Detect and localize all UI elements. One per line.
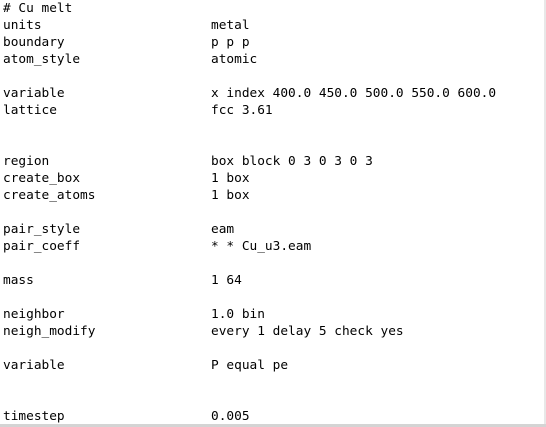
line-value: box block 0 3 0 3 0 3 — [211, 154, 373, 169]
code-line[interactable] — [0, 204, 546, 221]
code-line[interactable]: variable P equal pe — [0, 357, 546, 374]
line-value: 0.005 — [211, 409, 250, 424]
code-line[interactable] — [0, 374, 546, 391]
code-line[interactable] — [0, 68, 546, 85]
line-keyword: variable — [3, 86, 65, 101]
code-line[interactable] — [0, 340, 546, 357]
line-keyword: pair_coeff — [3, 239, 81, 254]
line-value: p p p — [211, 35, 250, 50]
line-keyword: region — [3, 154, 50, 169]
editor-bottom-border — [0, 424, 546, 427]
code-line[interactable]: neigh_modify every 1 delay 5 check yes — [0, 323, 546, 340]
code-line[interactable] — [0, 119, 546, 136]
code-line[interactable]: create_box 1 box — [0, 170, 546, 187]
code-line[interactable]: atom_style atomic — [0, 51, 546, 68]
code-line[interactable]: create_atoms 1 box — [0, 187, 546, 204]
code-line[interactable]: neighbor 1.0 bin — [0, 306, 546, 323]
code-line[interactable]: boundary p p p — [0, 34, 546, 51]
line-keyword: neigh_modify — [3, 324, 96, 339]
line-value: atomic — [211, 52, 258, 67]
code-line[interactable]: region box block 0 3 0 3 0 3 — [0, 153, 546, 170]
code-line[interactable]: # Cu melt — [0, 0, 546, 17]
line-keyword: variable — [3, 358, 65, 373]
code-line[interactable] — [0, 136, 546, 153]
line-keyword: create_box — [3, 171, 81, 186]
code-line[interactable]: mass 1 64 — [0, 272, 546, 289]
line-value: 1 64 — [211, 273, 242, 288]
line-value: fcc 3.61 — [211, 103, 273, 118]
line-value: P equal pe — [211, 358, 289, 373]
code-line[interactable]: units metal — [0, 17, 546, 34]
line-value: * * Cu_u3.eam — [211, 239, 312, 254]
code-line[interactable]: pair_coeff * * Cu_u3.eam — [0, 238, 546, 255]
line-keyword: timestep — [3, 409, 65, 424]
code-line[interactable]: lattice fcc 3.61 — [0, 102, 546, 119]
code-line[interactable]: timestep 0.005 — [0, 408, 546, 424]
line-keyword: mass — [3, 273, 34, 288]
line-keyword: lattice — [3, 103, 57, 118]
line-keyword: atom_style — [3, 52, 81, 67]
line-keyword: pair_style — [3, 222, 81, 237]
code-line[interactable] — [0, 289, 546, 306]
line-value: 1.0 bin — [211, 307, 265, 322]
line-keyword: create_atoms — [3, 188, 96, 203]
code-line[interactable]: variable x index 400.0 450.0 500.0 550.0 … — [0, 85, 546, 102]
line-value: eam — [211, 222, 235, 237]
line-keyword: neighbor — [3, 307, 65, 322]
code-line[interactable]: pair_style eam — [0, 221, 546, 238]
line-value: every 1 delay 5 check yes — [211, 324, 404, 339]
line-value: x index 400.0 450.0 500.0 550.0 600.0 — [211, 86, 497, 101]
line-keyword: units — [3, 18, 42, 33]
line-keyword: # Cu melt — [3, 1, 73, 16]
line-value: 1 box — [211, 188, 250, 203]
code-line[interactable] — [0, 391, 546, 408]
line-keyword: boundary — [3, 35, 65, 50]
line-value: metal — [211, 18, 250, 33]
line-value: 1 box — [211, 171, 250, 186]
editor-right-border — [544, 0, 546, 424]
code-line[interactable] — [0, 255, 546, 272]
